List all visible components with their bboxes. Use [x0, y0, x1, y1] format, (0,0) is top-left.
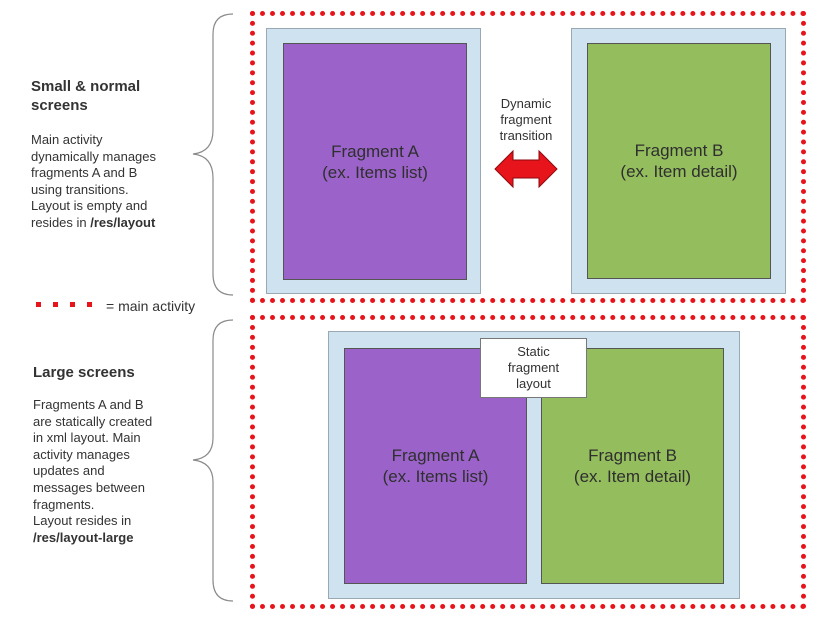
top-desc-line: Main activity	[31, 132, 103, 147]
top-desc-line: dynamically manages	[31, 148, 157, 164]
fragment-b-top-sub: (ex. Item detail)	[620, 162, 738, 181]
top-title-line1: Small & normal	[31, 78, 141, 95]
transition-line: Dynamic	[500, 96, 552, 111]
top-desc-last-line: resides in /res/layout	[31, 215, 206, 232]
top-desc-path: /res/layout	[90, 214, 156, 230]
bottom-desc-line: Layout resides in	[33, 513, 132, 529]
static-line: fragment	[507, 360, 560, 375]
fragment-a-bottom-name: Fragment A	[391, 446, 480, 465]
legend: = main activity	[36, 296, 216, 316]
fragment-b-top: Fragment B (ex. Item detail)	[587, 43, 771, 279]
transition-line: fragment	[500, 112, 552, 127]
fragment-b-bottom-name: Fragment B	[588, 446, 677, 465]
fragment-b-bottom-sub: (ex. Item detail)	[573, 467, 692, 486]
top-description: Main activity dynamically manages fragme…	[31, 132, 206, 232]
bottom-desc-path-text: /res/layout-large	[33, 529, 134, 545]
main-activity-top	[250, 11, 806, 303]
brace-bottom	[192, 319, 234, 602]
bottom-desc-line: updates and	[33, 463, 105, 479]
top-title-line2: screens	[31, 97, 88, 114]
static-layout-label: Static fragment layout	[480, 338, 587, 398]
bottom-desc-line: messages between	[33, 479, 146, 495]
static-line: Static	[517, 344, 550, 359]
top-desc-line: using transitions.	[31, 181, 129, 197]
top-desc-line: fragments A and B	[31, 165, 138, 181]
top-desc-line: Layout is empty and	[31, 198, 148, 214]
bottom-title: Large screens	[33, 364, 135, 381]
fragment-a-top-sub: (ex. Items list)	[322, 162, 428, 182]
transition-line: transition	[499, 128, 553, 143]
fragment-a-top-name: Fragment A	[331, 141, 419, 161]
screen-small-a: Fragment A (ex. Items list)	[266, 28, 481, 294]
fragment-b-top-name: Fragment B	[634, 141, 724, 160]
top-title: Small & normal screens	[31, 77, 201, 115]
brace-top	[192, 13, 234, 296]
bottom-desc-line: activity manages	[33, 446, 130, 462]
screen-small-b: Fragment B (ex. Item detail)	[571, 28, 786, 294]
bottom-desc-line: in xml layout. Main	[33, 430, 141, 446]
top-desc-prefix: resides in	[31, 214, 91, 230]
fragment-a-top: Fragment A (ex. Items list)	[283, 43, 467, 280]
bottom-desc-path: /res/layout-large	[33, 530, 208, 547]
bottom-desc-line: fragments.	[33, 496, 95, 512]
legend-label: = main activity	[106, 298, 196, 314]
transition-label: Dynamic fragment transition	[484, 96, 568, 144]
bottom-desc-line: Fragments A and B	[33, 397, 144, 412]
static-line: layout	[516, 376, 551, 391]
main-activity-bottom	[250, 315, 806, 609]
legend-dots	[36, 302, 92, 307]
double-arrow-icon	[494, 149, 558, 189]
fragment-a-bottom-sub: (ex. Items list)	[382, 467, 489, 486]
bottom-desc-line: are statically created	[33, 413, 153, 429]
bottom-description: Fragments A and B are statically created…	[33, 397, 208, 546]
